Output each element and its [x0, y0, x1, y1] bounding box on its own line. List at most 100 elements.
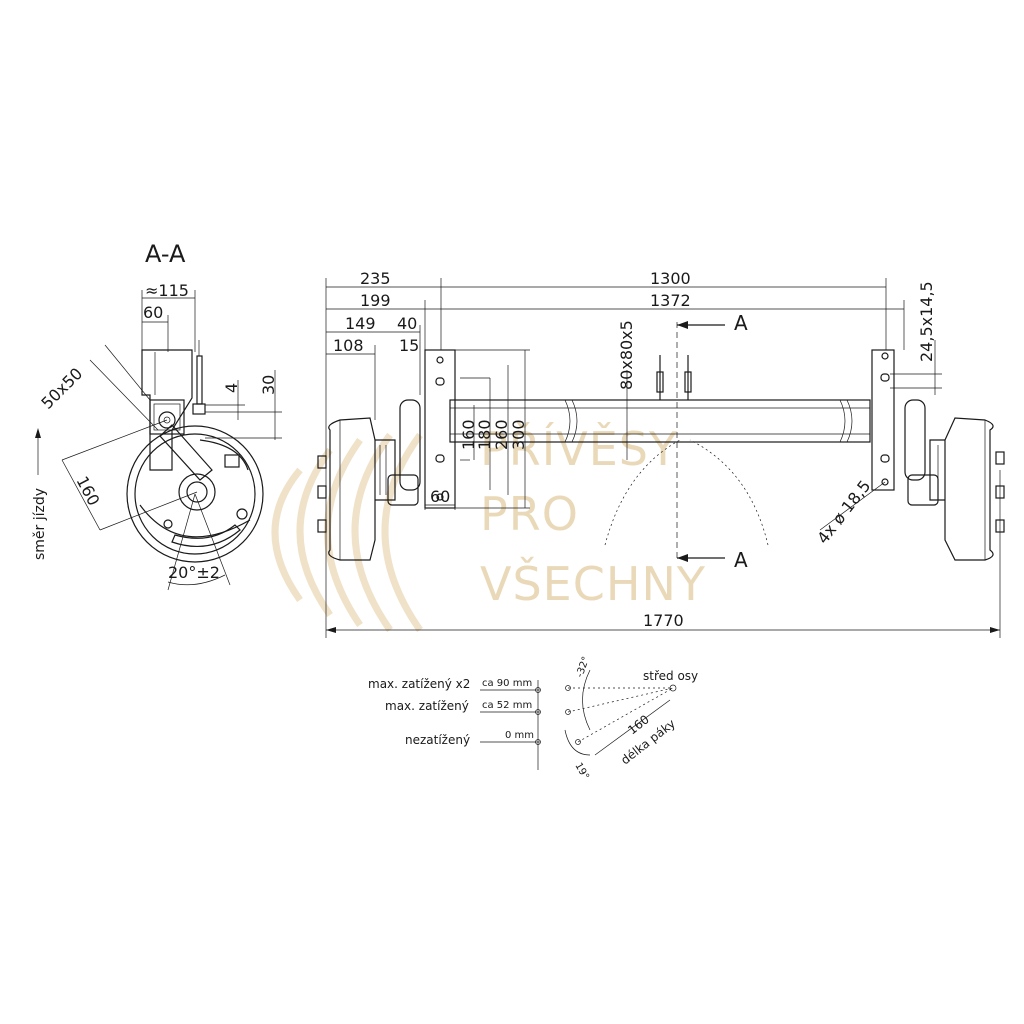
section-arrow-bottom-icon: [677, 554, 688, 562]
right-drum: [944, 417, 994, 561]
bolt-2: [163, 519, 173, 529]
torsion-center: [158, 411, 176, 429]
left-spindle: [387, 474, 419, 506]
lever-end-2: [565, 709, 571, 715]
watermark: PŘÍVĚSY PRO VŠECHNY: [271, 422, 705, 633]
dim-115: ≈115: [145, 281, 189, 300]
dim-235: 235: [360, 269, 391, 288]
section-view: A-A směr jízdy ≈115: [32, 240, 282, 591]
brake-drum: [126, 425, 264, 563]
plate-slot: [435, 454, 445, 463]
point-3: [535, 739, 541, 745]
right-bolt: [995, 519, 1005, 533]
bracket: [141, 349, 193, 471]
dim-15: 15: [399, 336, 419, 355]
left-plate: [424, 349, 456, 509]
section-mark-bottom: A: [734, 548, 748, 572]
right-hub: [929, 439, 945, 501]
plate-slot: [880, 373, 890, 382]
angle-arc-bottom: [564, 729, 591, 756]
right-bolt: [995, 485, 1005, 499]
hub-center: [186, 481, 208, 503]
left-bolt: [317, 485, 327, 499]
dim-60: 60: [143, 303, 163, 322]
leader: [104, 344, 151, 401]
point-2: [535, 709, 541, 715]
lever-dim-line: [594, 699, 671, 756]
row-value-1: ca 90 mm: [482, 678, 532, 689]
hub: [178, 473, 216, 511]
left-bolt: [317, 455, 327, 469]
dim-40: 40: [397, 314, 417, 333]
row-label-3: nezatížený: [405, 733, 470, 747]
direction-arrow-icon: [35, 428, 41, 438]
dim-108: 108: [333, 336, 364, 355]
torsion-dot: [163, 416, 171, 424]
break-mark: [839, 399, 846, 443]
ext-line: [99, 491, 198, 531]
dim-160: 160: [72, 473, 103, 509]
dim-60-bottom: 60: [430, 487, 450, 506]
cable-right-sleeve: [684, 371, 692, 393]
plate-slot: [880, 454, 890, 463]
dim-arc-angle: [167, 574, 226, 586]
square-tube: [149, 399, 185, 435]
watermark-line-1: PŘÍVĚSY: [480, 422, 678, 476]
plate-hole: [436, 493, 444, 501]
watermark-logo-icon: [271, 432, 423, 633]
dim-line-50x50: [89, 359, 159, 431]
ext-line: [194, 493, 231, 586]
bolt-1: [236, 508, 248, 520]
section-mark-top: A: [734, 311, 748, 335]
dim-50x50: 50x50: [37, 364, 86, 413]
holes-callout: 4x ø 18,5: [813, 476, 874, 547]
plate-hole: [881, 352, 889, 360]
angle-bottom: 19°: [572, 761, 590, 782]
dim-tube: 80x80x5: [617, 320, 636, 390]
plate-dim-160: 160: [459, 419, 478, 450]
center-label: střed osy: [643, 669, 698, 683]
direction-label: směr jízdy: [32, 488, 48, 560]
cable-clamp: [192, 403, 206, 415]
dim-1300: 1300: [650, 269, 691, 288]
dim-199: 199: [360, 291, 391, 310]
brake-cable-top: [196, 355, 203, 405]
plate-dim-260: 260: [492, 419, 511, 450]
brake-drum-inner: [134, 433, 256, 555]
break-mark: [571, 399, 578, 443]
dim-1372: 1372: [650, 291, 691, 310]
plate-slot: [435, 377, 445, 386]
dim-line-160: [61, 459, 101, 531]
cam-lever: [224, 454, 240, 468]
ext-line: [167, 493, 196, 591]
lever-end-1: [565, 685, 571, 691]
left-bolt: [317, 519, 327, 533]
ext-line: [61, 419, 168, 461]
row-label-2: max. zatížený: [385, 699, 469, 713]
watermark-line-2: PRO: [480, 487, 579, 541]
plate-hole: [436, 356, 444, 364]
section-title: A-A: [145, 240, 186, 268]
break-mark: [564, 399, 571, 443]
plate-hole: [881, 478, 889, 486]
left-hub: [375, 439, 396, 501]
right-arm: [904, 399, 926, 481]
row-value-3: 0 mm: [505, 730, 534, 741]
brake-shoe: [139, 504, 251, 538]
lever-pos-3: [577, 687, 674, 743]
break-mark: [846, 399, 853, 443]
swing-arm: [159, 424, 213, 481]
brake-cam: [199, 439, 249, 471]
dim-right: 24,5x14,5: [917, 281, 936, 362]
lever-diagram: max. zatížený x2 ca 90 mm max. zatížený …: [368, 655, 698, 782]
leader-holes: [819, 481, 886, 531]
plate-dim-180: 180: [475, 419, 494, 450]
row-label-1: max. zatížený x2: [368, 677, 470, 691]
left-drum: [328, 417, 376, 561]
section-arrow-top-icon: [677, 321, 688, 329]
brake-slot: [171, 524, 241, 548]
dim-30: 30: [259, 375, 278, 395]
dim-angle: 20°±2: [168, 563, 220, 582]
lever-end-3: [575, 739, 581, 745]
